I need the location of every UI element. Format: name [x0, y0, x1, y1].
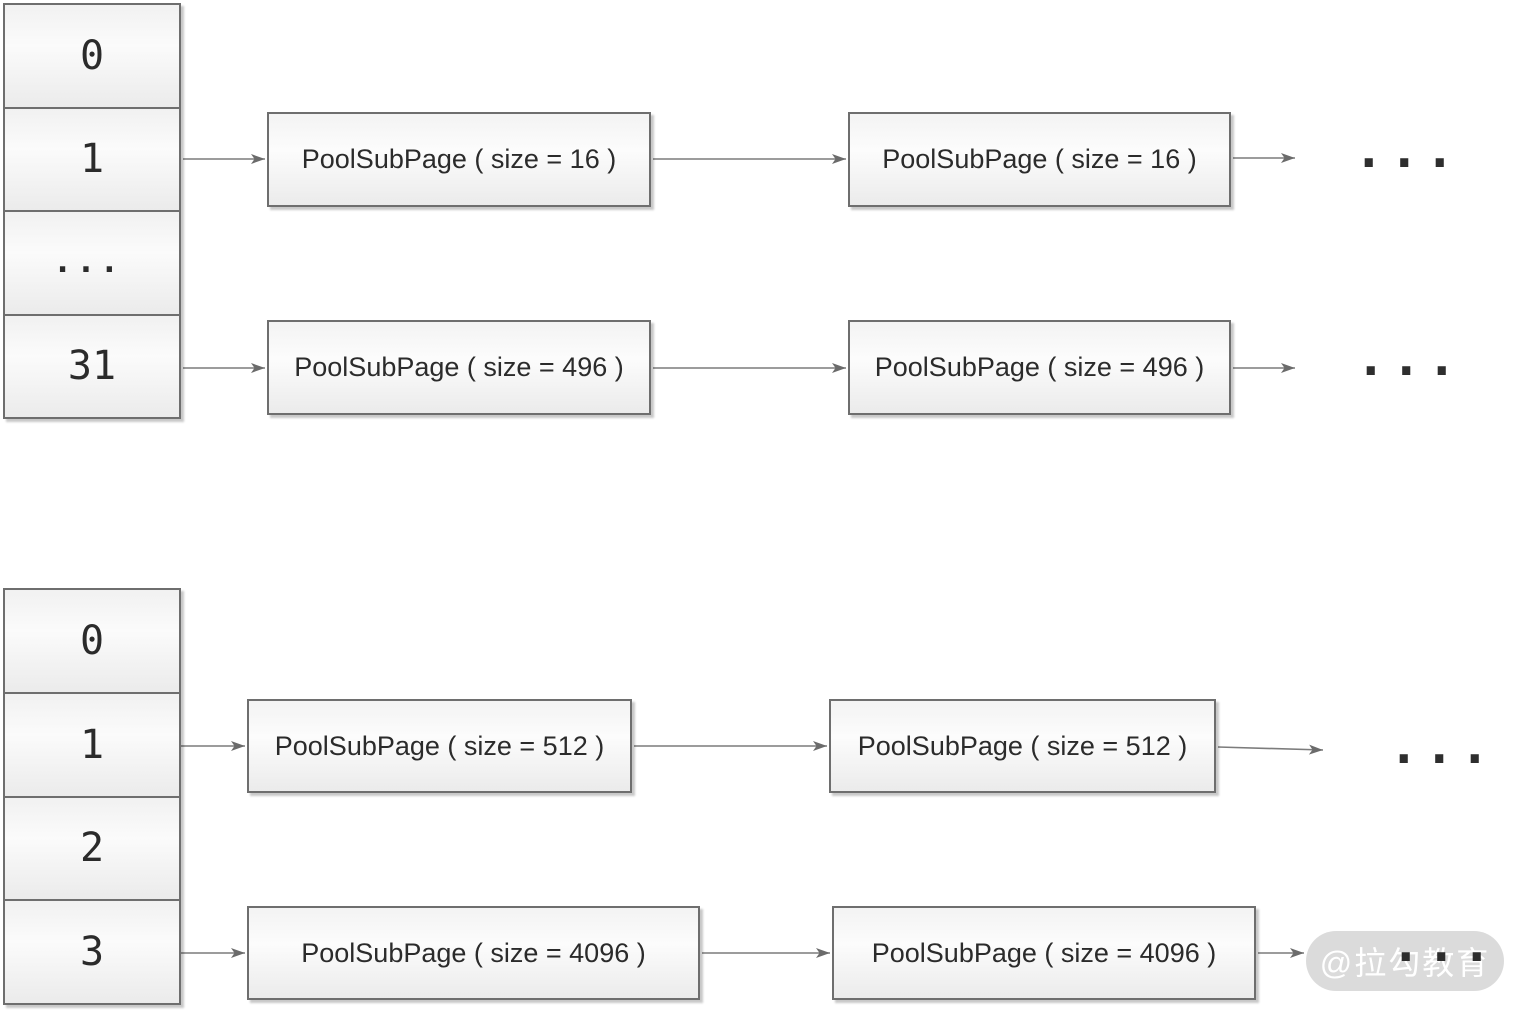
array-cell-label: 0	[79, 32, 105, 79]
poolsubpage-label: PoolSubPage ( size = 16 )	[301, 144, 617, 174]
array-cell-label: 3	[79, 929, 105, 976]
poolsubpage-node: PoolSubPage ( size = 4096 )	[247, 906, 700, 1000]
poolsubpage-label: PoolSubPage ( size = 496 )	[874, 352, 1205, 382]
array-cell-2: 2	[5, 795, 179, 900]
poolsubpage-node: PoolSubPage ( size = 512 )	[829, 699, 1216, 793]
poolsubpage-label: PoolSubPage ( size = 512 )	[857, 730, 1188, 761]
list-ellipsis: ...	[1395, 720, 1502, 774]
array-cell-31: 31	[5, 313, 179, 417]
array-cell-ellipsis: ...	[5, 210, 179, 314]
array-cell-0: 0	[5, 5, 179, 107]
array-cell-label: 2	[79, 825, 105, 872]
poolsubpage-label: PoolSubPage ( size = 512 )	[274, 730, 605, 761]
array-cell-label: 0	[79, 617, 105, 664]
array-cell-0: 0	[5, 590, 179, 692]
list-ellipsis: ...	[1362, 332, 1469, 386]
array-cell-1: 1	[5, 691, 179, 796]
array-cell-label: ...	[56, 245, 128, 281]
poolsubpage-node: PoolSubPage ( size = 16 )	[267, 112, 651, 207]
poolsubpage-node: PoolSubPage ( size = 496 )	[848, 320, 1231, 415]
watermark-badge: @拉勾教育	[1306, 931, 1504, 991]
array-cell-1: 1	[5, 106, 179, 210]
poolsubpage-node: PoolSubPage ( size = 496 )	[267, 320, 651, 415]
top-index-array: 0 1 ... 31	[3, 3, 181, 419]
list-ellipsis: ...	[1360, 124, 1467, 178]
poolsubpage-node: PoolSubPage ( size = 512 )	[247, 699, 632, 793]
arrow-bottom-row1-node-to-ellipsis	[1217, 744, 1324, 755]
poolsubpage-node: PoolSubPage ( size = 4096 )	[832, 906, 1256, 1000]
poolsubpage-label: PoolSubPage ( size = 16 )	[882, 144, 1197, 174]
array-cell-label: 1	[79, 721, 105, 768]
poolsubpage-label: PoolSubPage ( size = 496 )	[294, 352, 624, 382]
poolsubpage-label: PoolSubPage ( size = 4096 )	[301, 937, 646, 968]
watermark-text: @拉勾教育	[1319, 945, 1491, 981]
bottom-index-array: 0 1 2 3	[3, 588, 181, 1005]
poolsubpage-node: PoolSubPage ( size = 16 )	[848, 112, 1231, 207]
poolsubpage-label: PoolSubPage ( size = 4096 )	[871, 937, 1217, 968]
list-ellipsis: ...	[1397, 918, 1504, 972]
array-cell-3: 3	[5, 899, 179, 1003]
array-cell-label: 31	[67, 343, 117, 390]
array-cell-label: 1	[79, 136, 105, 183]
